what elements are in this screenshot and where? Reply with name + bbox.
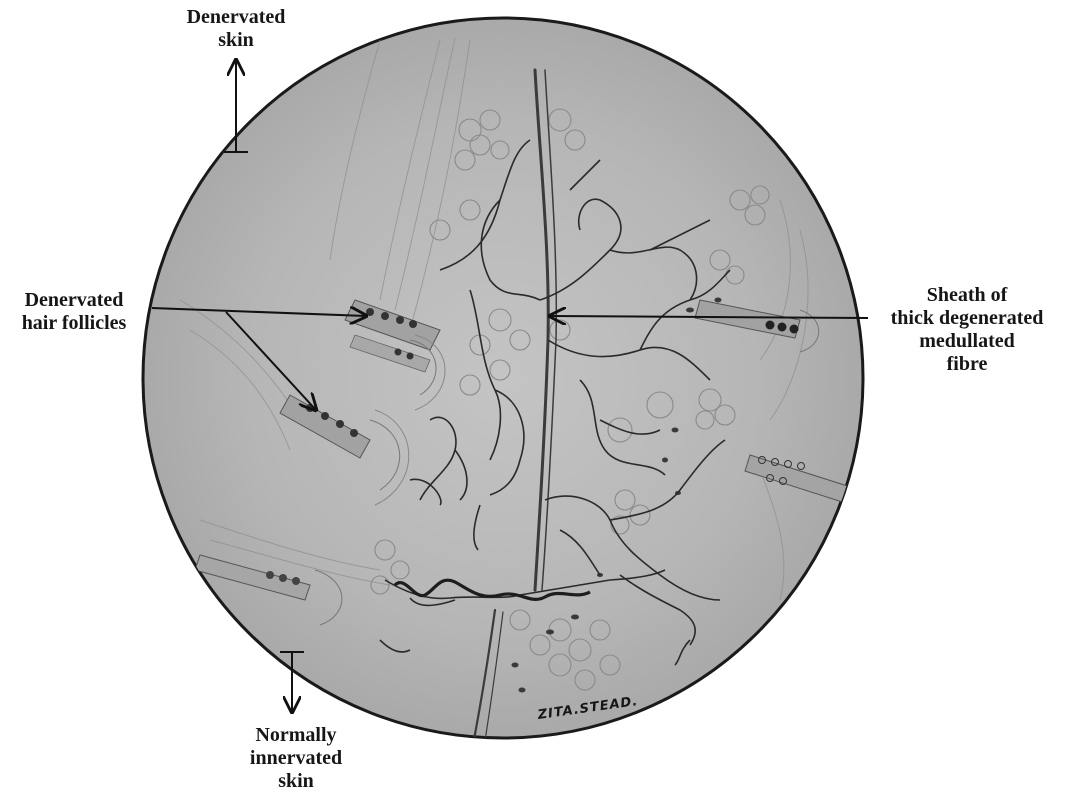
label-denervated-skin: Denervated skin (166, 6, 306, 52)
label-sheath-of-fibre: Sheath of thick degenerated medullated f… (872, 284, 1062, 376)
microscope-field (143, 18, 863, 738)
label-normally-innervated-skin: Normally innervated skin (226, 724, 366, 793)
label-denervated-hair-follicles: Denervated hair follicles (4, 289, 144, 335)
